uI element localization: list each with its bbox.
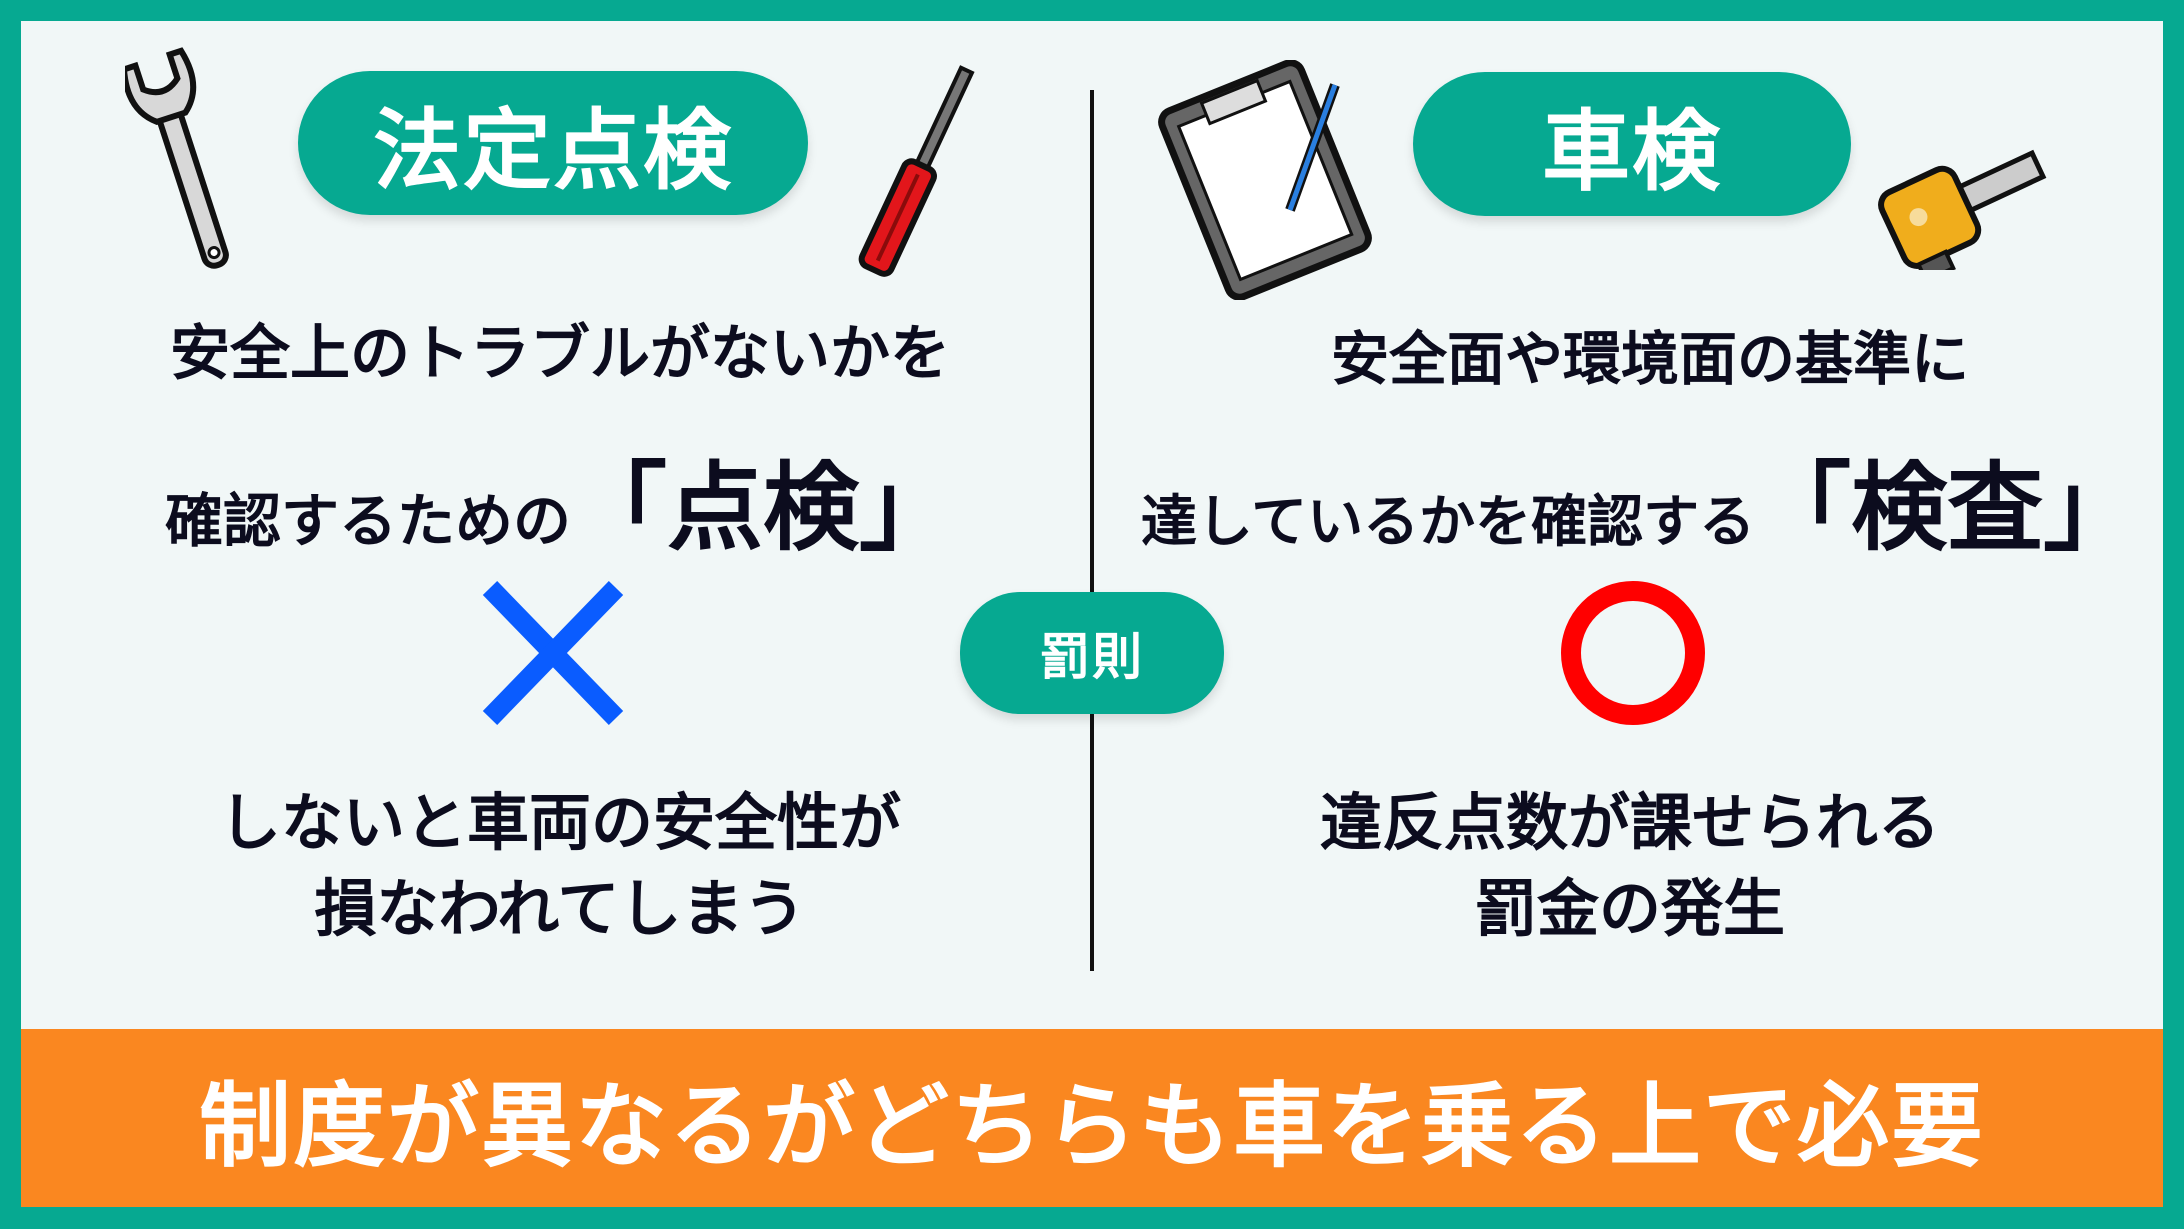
left-line2-emphasis: 「点検」 (571, 452, 955, 564)
wrench-icon (125, 47, 229, 269)
penalty-badge: 罰則 (960, 592, 1224, 714)
left-consequence-line2: 損なわれてしまう (314, 872, 806, 945)
inspection-title-badge: 法定点検 (298, 71, 808, 215)
right-description-line2: 達しているかを確認する「検査」 (1110, 430, 2170, 569)
right-line2-emphasis: 「検査」 (1755, 452, 2140, 564)
right-description-line1: 安全面や環境面の基準に (1330, 325, 1969, 393)
left-description-line1: 安全上のトラブルがないかを (170, 319, 950, 389)
right-consequence: 違反点数が課せられる 罰金の発生 (1130, 780, 2130, 952)
cross-icon (482, 581, 624, 725)
screwdriver-icon (858, 65, 975, 277)
summary-banner: 制度が異なるがどちらも車を乗る上で必要 (21, 1029, 2163, 1207)
left-line2-prefix: 確認するための (164, 487, 571, 555)
right-consequence-line2: 罰金の発生 (1474, 872, 1785, 945)
center-divider (1090, 90, 1094, 971)
circle-icon (1561, 581, 1705, 725)
shaken-title-badge: 車検 (1413, 72, 1851, 216)
clipboard-icon (1158, 60, 1372, 300)
left-consequence: しないと車両の安全性が 損なわれてしまう (60, 780, 1060, 952)
left-description-line2: 確認するための「点検」 (60, 430, 1060, 569)
left-consequence-line1: しないと車両の安全性が (218, 786, 901, 859)
tape-measure-icon (1878, 149, 2047, 270)
right-consequence-line1: 違反点数が課せられる (1319, 786, 1940, 859)
right-line2-prefix: 達しているかを確認する (1140, 490, 1756, 555)
